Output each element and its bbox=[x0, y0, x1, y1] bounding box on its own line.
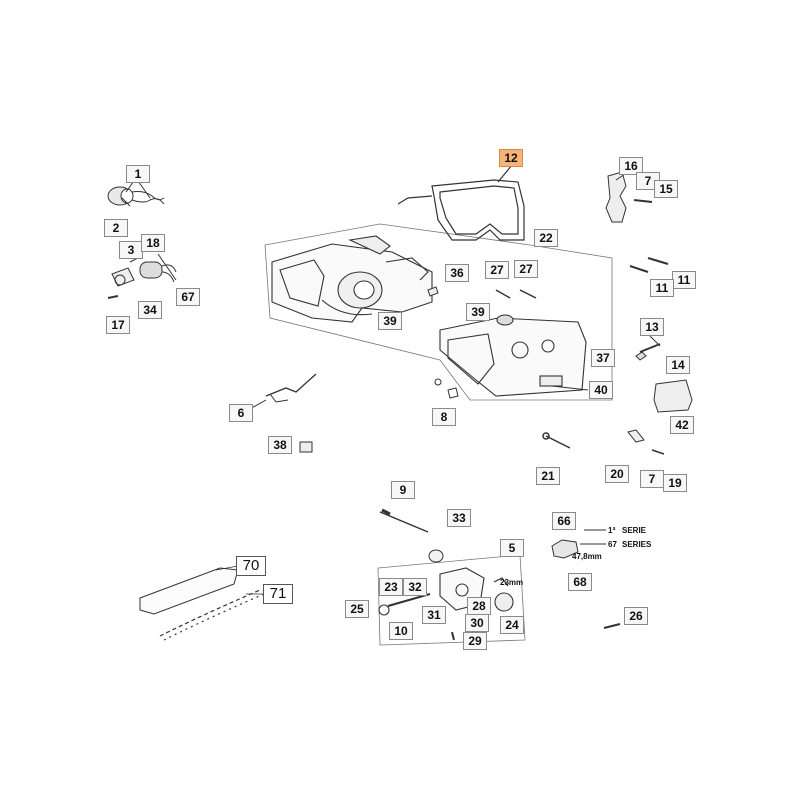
note-series: SERIES bbox=[622, 540, 652, 549]
guide-bar-part bbox=[139, 567, 239, 615]
callout-25: 25 bbox=[345, 600, 369, 618]
callout-27-right: 27 bbox=[514, 260, 538, 278]
note-serie: SERIE bbox=[622, 526, 647, 535]
callout-23: 23 bbox=[379, 578, 403, 596]
callout-66: 66 bbox=[552, 512, 576, 530]
callout-34: 34 bbox=[138, 301, 162, 319]
callout-29: 29 bbox=[463, 632, 487, 650]
callout-24: 24 bbox=[500, 616, 524, 634]
bracket-part bbox=[627, 429, 665, 455]
callout-31: 31 bbox=[422, 606, 446, 624]
callout-22: 22 bbox=[534, 229, 558, 247]
gasket-part bbox=[397, 164, 525, 241]
callout-27-left: 27 bbox=[485, 261, 509, 279]
block-part bbox=[299, 441, 313, 453]
callout-8: 8 bbox=[432, 408, 456, 426]
callout-68: 68 bbox=[568, 573, 592, 591]
crankcase-half-part bbox=[439, 314, 589, 397]
callout-7-bottom: 7 bbox=[640, 470, 664, 488]
callout-40: 40 bbox=[589, 381, 613, 399]
callout-13: 13 bbox=[640, 318, 664, 336]
callout-26: 26 bbox=[624, 607, 648, 625]
callout-6: 6 bbox=[229, 404, 253, 422]
lever-part bbox=[247, 373, 317, 411]
oil-pump-part bbox=[378, 567, 514, 641]
callout-1: 1 bbox=[126, 165, 150, 183]
crankcase-part bbox=[271, 235, 433, 323]
cover-part bbox=[653, 379, 693, 413]
callout-28: 28 bbox=[467, 597, 491, 615]
callout-10: 10 bbox=[389, 622, 413, 640]
callout-39-top: 39 bbox=[466, 303, 490, 321]
screw-26-part bbox=[603, 623, 621, 629]
callout-18: 18 bbox=[141, 234, 165, 252]
note-size-47-8mm: 47,8mm bbox=[572, 552, 602, 561]
callout-11-right: 11 bbox=[672, 271, 696, 289]
saw-chain-part bbox=[159, 589, 265, 641]
tensioner-part bbox=[635, 335, 661, 361]
callout-5: 5 bbox=[500, 539, 524, 557]
crankcase-group-frame bbox=[264, 223, 613, 401]
callout-67: 67 bbox=[176, 288, 200, 306]
note-series-67-mark: 67 bbox=[608, 540, 617, 549]
catcher-part bbox=[551, 529, 606, 559]
note-size-23mm: 23mm bbox=[500, 578, 524, 587]
callout-70: 70 bbox=[236, 556, 266, 576]
callout-71: 71 bbox=[263, 584, 293, 604]
pin-part bbox=[427, 286, 439, 297]
callout-30: 30 bbox=[465, 614, 489, 632]
callout-12-highlighted: 12 bbox=[499, 149, 523, 167]
callout-15: 15 bbox=[654, 180, 678, 198]
stud-parts bbox=[629, 257, 669, 273]
oil-pump-group-frame bbox=[377, 554, 526, 646]
callout-36: 36 bbox=[445, 264, 469, 282]
screw-parts bbox=[434, 378, 459, 399]
callout-11-left: 11 bbox=[650, 279, 674, 297]
callout-21: 21 bbox=[536, 467, 560, 485]
callout-14: 14 bbox=[666, 356, 690, 374]
note-first-series-mark: 1ª bbox=[608, 526, 616, 535]
long-bolt-part bbox=[542, 432, 571, 449]
callout-42: 42 bbox=[670, 416, 694, 434]
callout-32: 32 bbox=[403, 578, 427, 596]
bolt-parts bbox=[495, 289, 537, 299]
callout-3: 3 bbox=[119, 241, 143, 259]
callout-19: 19 bbox=[663, 474, 687, 492]
callout-39-left: 39 bbox=[378, 312, 402, 330]
callout-9: 9 bbox=[391, 481, 415, 499]
shaft-part bbox=[379, 508, 429, 533]
callout-38: 38 bbox=[268, 436, 292, 454]
callout-17: 17 bbox=[106, 316, 130, 334]
callout-2: 2 bbox=[104, 219, 128, 237]
callout-20: 20 bbox=[605, 465, 629, 483]
seal-part bbox=[428, 549, 444, 563]
callout-37: 37 bbox=[591, 349, 615, 367]
cap-part bbox=[107, 253, 177, 299]
callout-33: 33 bbox=[447, 509, 471, 527]
callout-16: 16 bbox=[619, 157, 643, 175]
